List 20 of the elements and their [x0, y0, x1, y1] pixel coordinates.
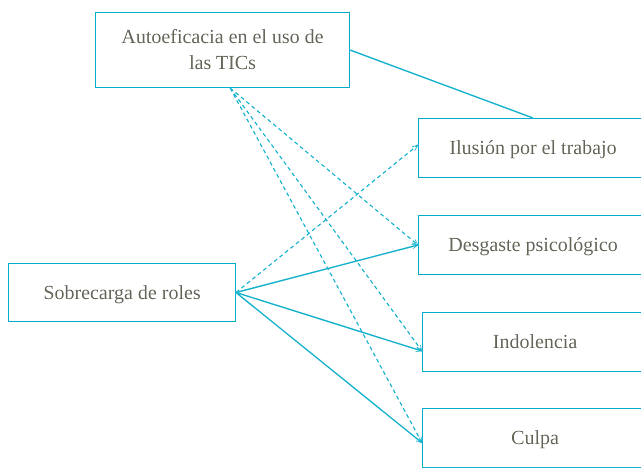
variable-box [422, 408, 641, 468]
variable-label: Desgaste psicológico [447, 233, 619, 258]
variable-label: Sobrecarga de roles [42, 280, 202, 306]
variable-box [95, 12, 350, 88]
connector-line [236, 292, 422, 352]
connector-line [230, 88, 423, 444]
variable-box [418, 118, 641, 178]
connector-line [230, 88, 423, 352]
variable-label: Culpa [510, 426, 560, 451]
variable-box [8, 263, 236, 322]
variable-label: Autoeficacia en el uso de las TICs [120, 25, 325, 76]
variable-box [422, 312, 641, 372]
connector-line [350, 49, 534, 119]
connector-line [230, 88, 418, 246]
variable-box [418, 215, 641, 275]
variable-label: Ilusión por el trabajo [448, 136, 618, 161]
connector-line [236, 144, 418, 293]
variable-label: Indolencia [492, 330, 578, 355]
connector-line [236, 292, 422, 444]
connector-line [236, 244, 418, 294]
